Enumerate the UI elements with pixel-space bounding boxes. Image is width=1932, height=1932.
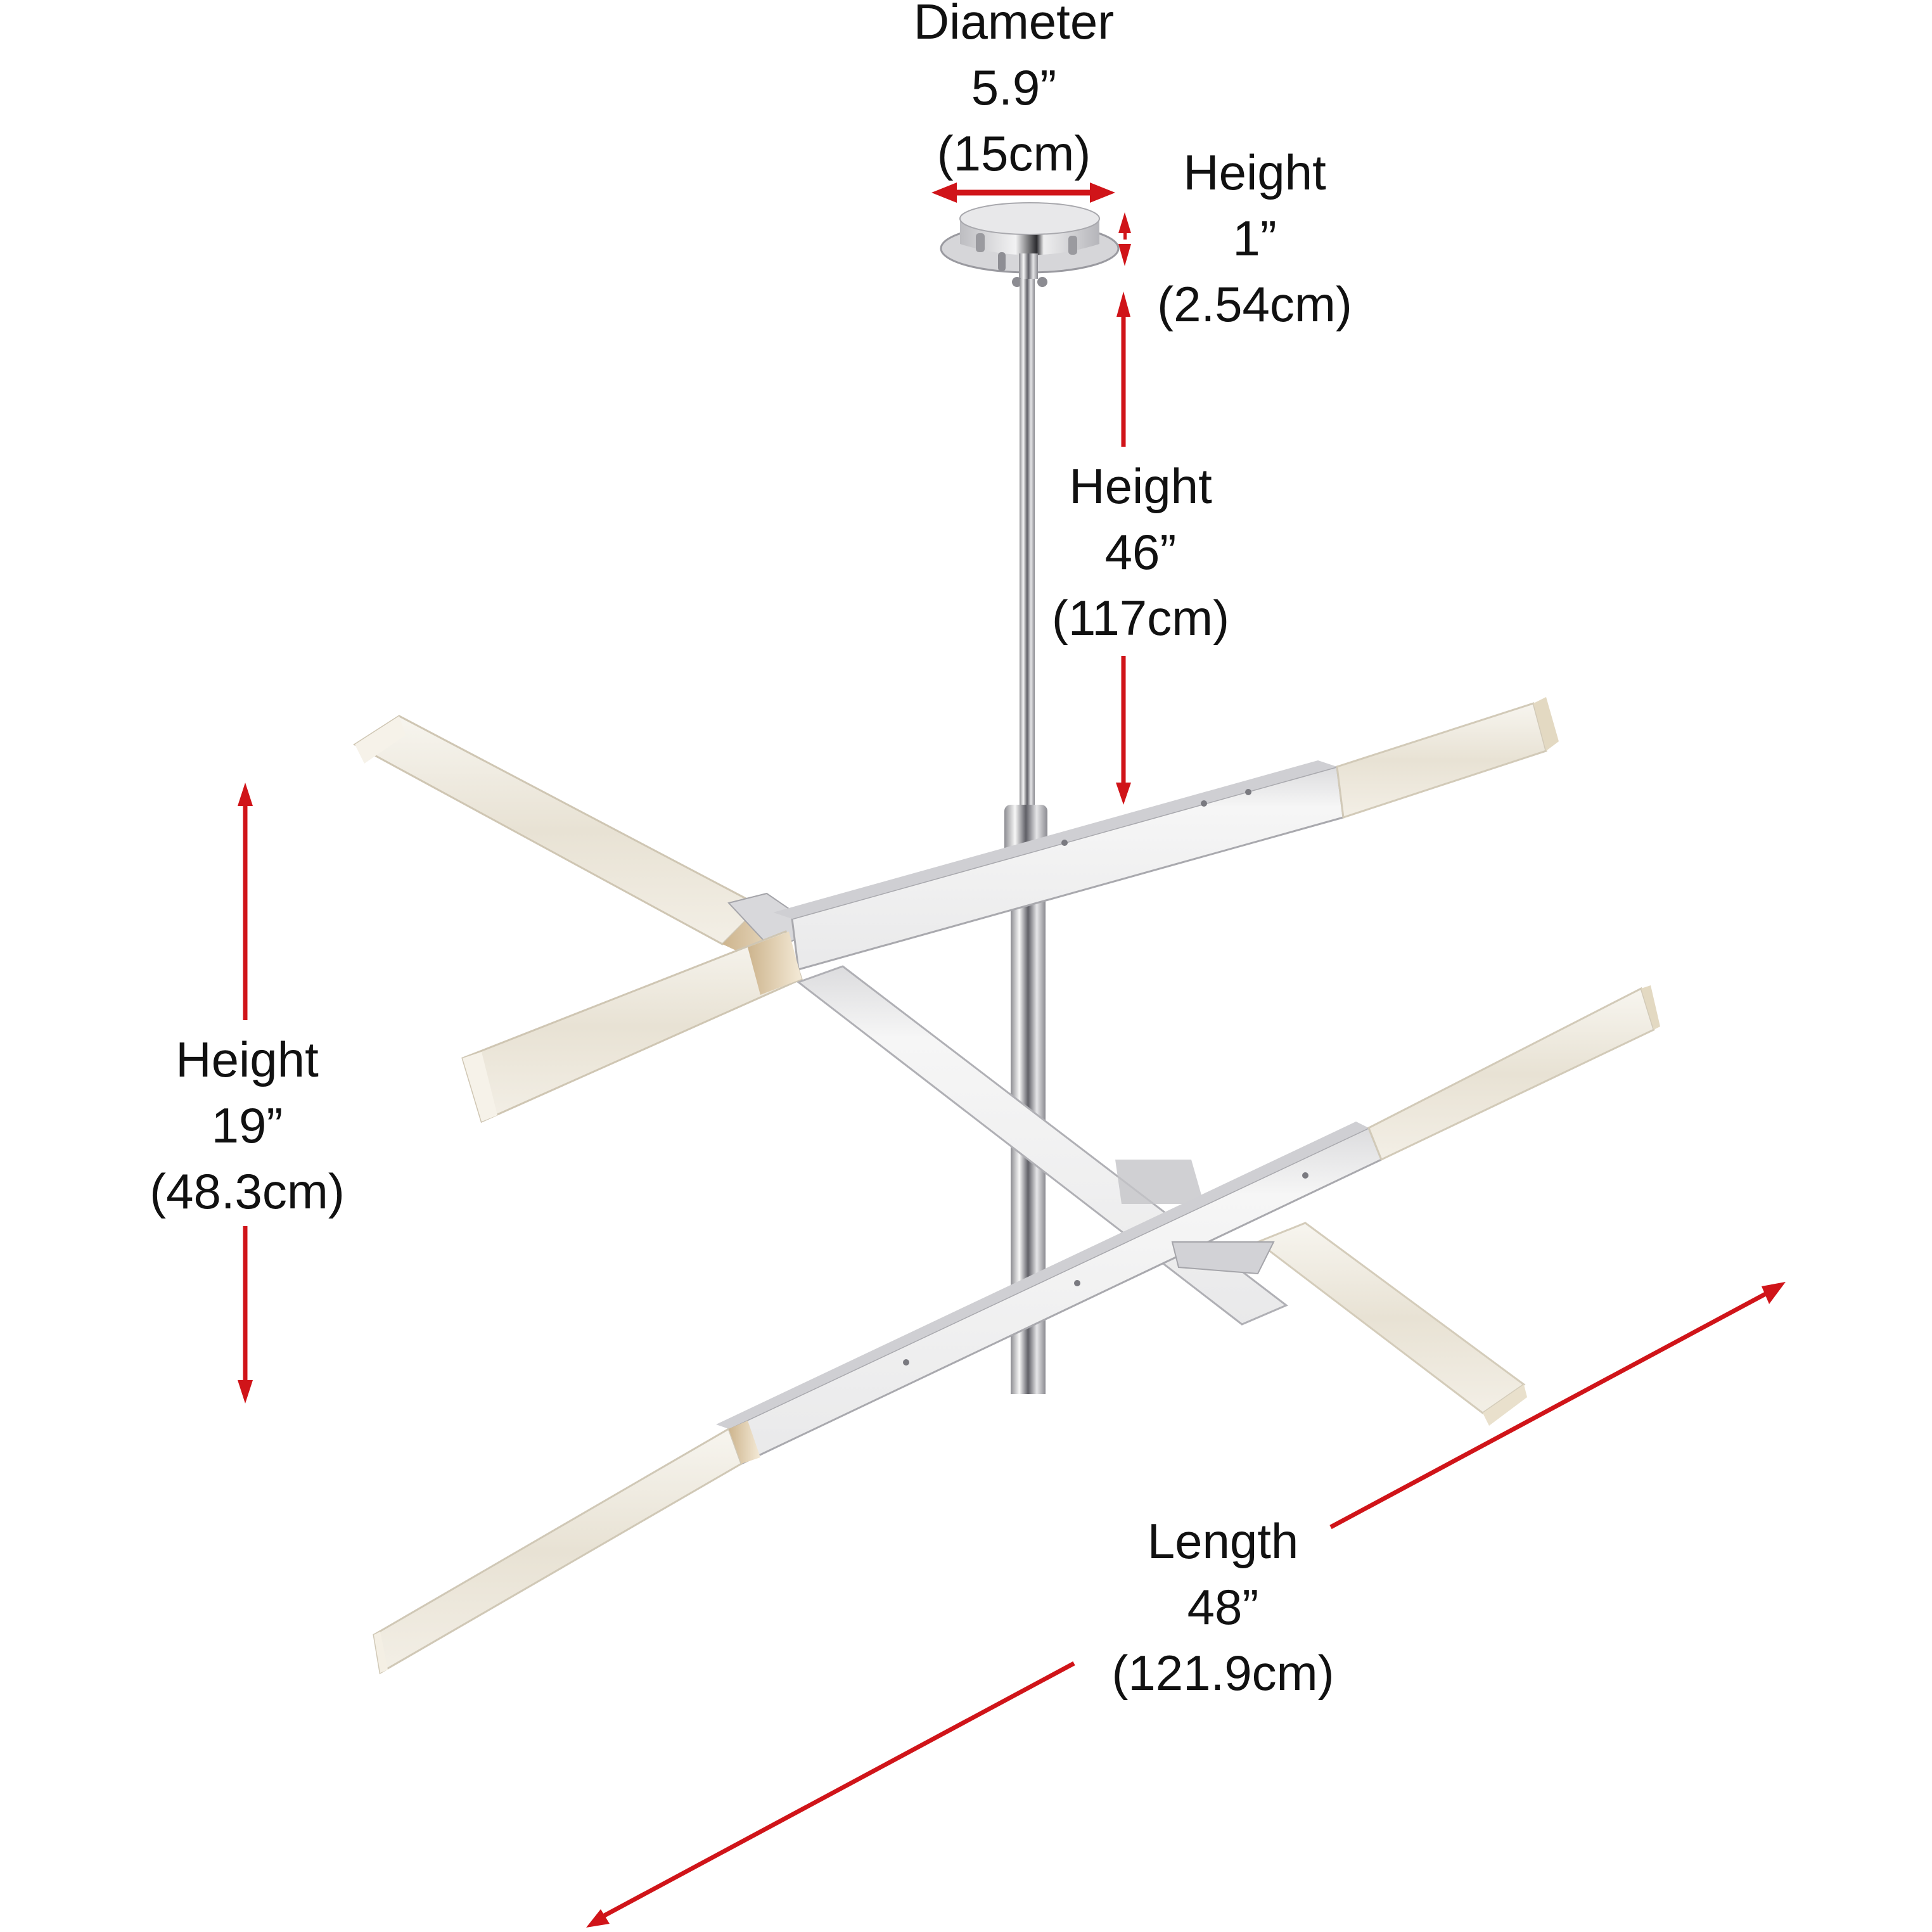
rod-height-metric: (117cm)	[1051, 590, 1230, 646]
diameter-imperial: 5.9”	[971, 60, 1057, 115]
length-imperial: 48”	[1187, 1579, 1259, 1635]
diameter-title: Diameter	[913, 0, 1115, 49]
upper-chrome-bar	[773, 760, 1345, 971]
canopy-height-imperial: 1”	[1232, 210, 1277, 266]
rod-height-arrow	[1116, 291, 1131, 805]
upper-right-crystal	[1336, 697, 1559, 819]
diameter-metric: (15cm)	[937, 125, 1091, 181]
rod-height-title: Height	[1069, 458, 1212, 514]
length-label: Length 48” (121.9cm)	[1096, 1508, 1350, 1706]
lower-left-crystal	[373, 1421, 760, 1675]
fixture-height-title: Height	[176, 1032, 319, 1087]
canopy-height-arrow	[1118, 212, 1131, 266]
length-arrow	[586, 1282, 1786, 1928]
lower-right-crystal	[1367, 985, 1660, 1161]
fixture-height-arrow	[238, 783, 253, 1404]
canopy-height-title: Height	[1183, 144, 1326, 200]
canopy	[940, 202, 1120, 287]
down-rod	[1020, 279, 1035, 808]
upper-front-left-crystal	[461, 930, 803, 1123]
diameter-arrow	[931, 182, 1115, 203]
length-title: Length	[1147, 1513, 1299, 1569]
canopy-height-label: Height 1” (2.54cm)	[1128, 139, 1381, 337]
rod-height-label: Height 46” (117cm)	[1014, 453, 1267, 651]
upper-left-crystal	[353, 715, 819, 966]
fixture-height-imperial: 19”	[211, 1097, 283, 1153]
fixture-height-label: Height 19” (48.3cm)	[120, 1027, 374, 1224]
diameter-label: Diameter 5.9” (15cm)	[887, 0, 1141, 186]
rod-height-imperial: 46”	[1104, 524, 1177, 580]
canopy-height-metric: (2.54cm)	[1157, 276, 1352, 332]
fixture-height-metric: (48.3cm)	[150, 1163, 345, 1219]
length-metric: (121.9cm)	[1111, 1645, 1334, 1701]
